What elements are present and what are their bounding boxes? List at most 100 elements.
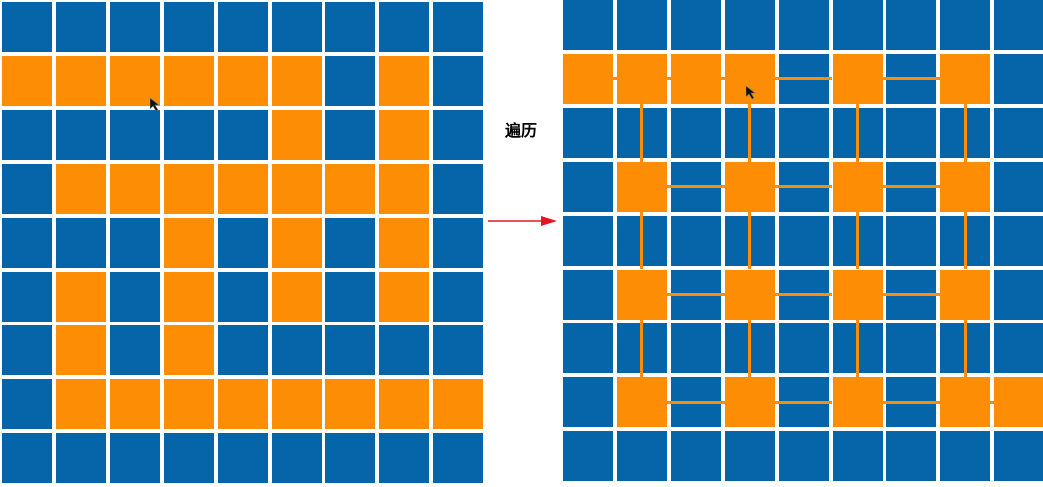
path-cell — [832, 377, 883, 428]
path-cell — [109, 55, 160, 106]
path-cell — [55, 55, 106, 106]
wall-cell — [778, 215, 829, 266]
wall-cell — [778, 323, 829, 374]
path-cell — [379, 55, 430, 106]
wall-cell — [217, 271, 268, 322]
wall-cell — [271, 325, 322, 376]
wall-cell — [271, 433, 322, 484]
wall-cell — [2, 325, 52, 376]
path-cell — [271, 379, 322, 430]
wall-cell — [616, 431, 667, 482]
wall-cell — [832, 431, 883, 482]
wall-cell — [109, 433, 160, 484]
wall-cell — [109, 217, 160, 268]
wall-cell — [433, 55, 484, 106]
traversal-link-vertical — [856, 319, 859, 378]
traversal-link-vertical — [640, 211, 644, 270]
wall-cell — [563, 323, 613, 374]
traversal-link-horizontal — [666, 400, 725, 404]
path-cell — [832, 269, 883, 320]
path-cell — [379, 109, 430, 160]
wall-cell — [109, 109, 160, 160]
path-cell — [433, 379, 484, 430]
wall-cell — [778, 107, 829, 158]
path-cell — [55, 325, 106, 376]
wall-cell — [433, 2, 484, 52]
traversal-link-vertical — [748, 319, 752, 378]
wall-cell — [724, 0, 775, 50]
traversal-link-horizontal — [613, 77, 617, 81]
path-cell — [563, 53, 613, 104]
path-cell — [271, 163, 322, 214]
traversal-link-vertical — [748, 211, 752, 270]
traversal-link-horizontal — [666, 293, 725, 296]
wall-cell — [886, 0, 937, 50]
wall-cell — [325, 325, 376, 376]
traversal-link-vertical — [640, 103, 644, 162]
path-cell — [163, 163, 214, 214]
wall-cell — [433, 433, 484, 484]
path-cell — [271, 217, 322, 268]
path-cell — [616, 53, 667, 104]
wall-cell — [433, 271, 484, 322]
traversal-link-horizontal — [774, 400, 833, 404]
path-cell — [109, 379, 160, 430]
path-cell — [163, 379, 214, 430]
wall-cell — [379, 433, 430, 484]
wall-cell — [55, 109, 106, 160]
path-cell — [325, 163, 376, 214]
wall-cell — [2, 271, 52, 322]
traversal-link-vertical — [748, 103, 752, 162]
wall-cell — [940, 431, 991, 482]
path-cell — [379, 271, 430, 322]
wall-cell — [217, 325, 268, 376]
path-cell — [940, 53, 991, 104]
path-cell — [724, 161, 775, 212]
wall-cell — [563, 161, 613, 212]
traversal-link-horizontal — [882, 185, 941, 189]
wall-cell — [325, 2, 376, 52]
wall-cell — [2, 379, 52, 430]
traversal-link-vertical — [856, 103, 859, 162]
wall-cell — [994, 0, 1043, 50]
wall-cell — [433, 109, 484, 160]
path-cell — [55, 163, 106, 214]
wall-cell — [325, 217, 376, 268]
traversal-link-vertical — [963, 319, 967, 378]
wall-cell — [271, 2, 322, 52]
traversal-link-horizontal — [774, 293, 833, 296]
traversal-link-horizontal — [666, 185, 725, 189]
wall-cell — [563, 269, 613, 320]
path-cell — [109, 163, 160, 214]
traversal-link-horizontal — [720, 77, 725, 81]
wall-cell — [563, 0, 613, 50]
traversal-link-horizontal — [666, 77, 671, 81]
wall-cell — [563, 107, 613, 158]
path-cell — [217, 379, 268, 430]
wall-cell — [994, 215, 1043, 266]
wall-cell — [563, 215, 613, 266]
path-cell — [163, 271, 214, 322]
path-cell — [940, 161, 991, 212]
wall-cell — [325, 55, 376, 106]
path-cell — [616, 377, 667, 428]
path-cell — [940, 377, 991, 428]
wall-cell — [563, 377, 613, 428]
wall-cell — [433, 163, 484, 214]
wall-cell — [2, 2, 52, 52]
path-cell — [379, 379, 430, 430]
wall-cell — [163, 2, 214, 52]
wall-cell — [325, 433, 376, 484]
path-cell — [379, 163, 430, 214]
wall-cell — [994, 269, 1043, 320]
path-cell — [163, 217, 214, 268]
wall-cell — [886, 323, 937, 374]
path-cell — [670, 53, 721, 104]
wall-cell — [724, 431, 775, 482]
path-cell — [163, 55, 214, 106]
wall-cell — [109, 2, 160, 52]
traversal-link-horizontal — [882, 77, 941, 81]
path-cell — [163, 325, 214, 376]
wall-cell — [217, 109, 268, 160]
